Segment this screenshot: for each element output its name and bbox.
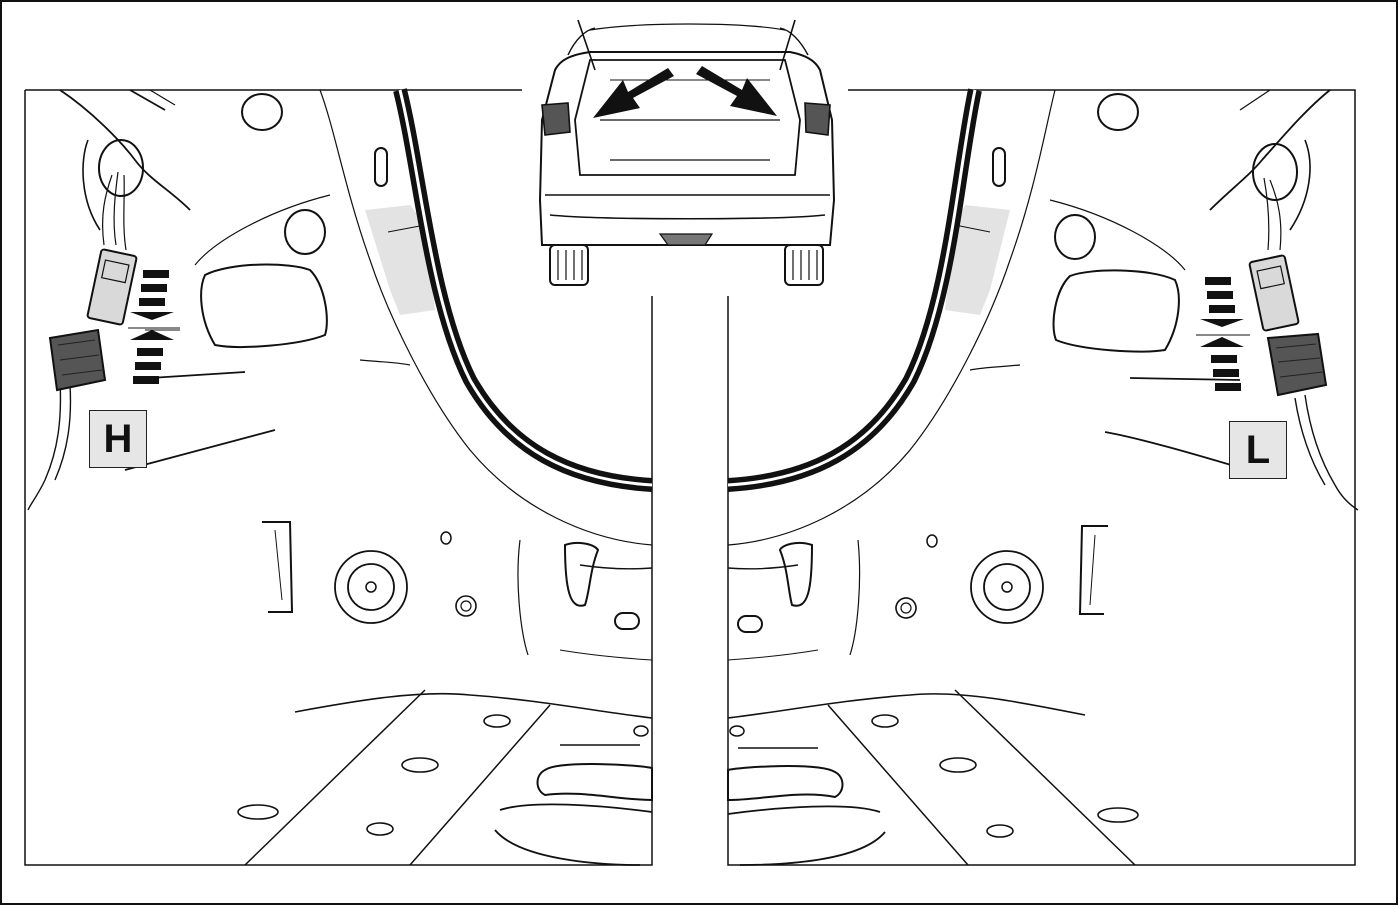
left-connector-socket	[48, 328, 107, 392]
connector-label-l: L	[1229, 421, 1287, 479]
left-detail-panel	[24, 88, 653, 866]
right-connector-socket	[1266, 332, 1328, 397]
vehicle-rear-view	[538, 13, 836, 286]
left-connector-plug	[86, 248, 138, 326]
left-connect-arrows	[128, 270, 180, 384]
connector-label-h: H	[89, 410, 147, 468]
right-connect-arrows	[1196, 277, 1250, 391]
right-detail-panel	[727, 88, 1359, 866]
right-connector-plug	[1248, 254, 1300, 332]
